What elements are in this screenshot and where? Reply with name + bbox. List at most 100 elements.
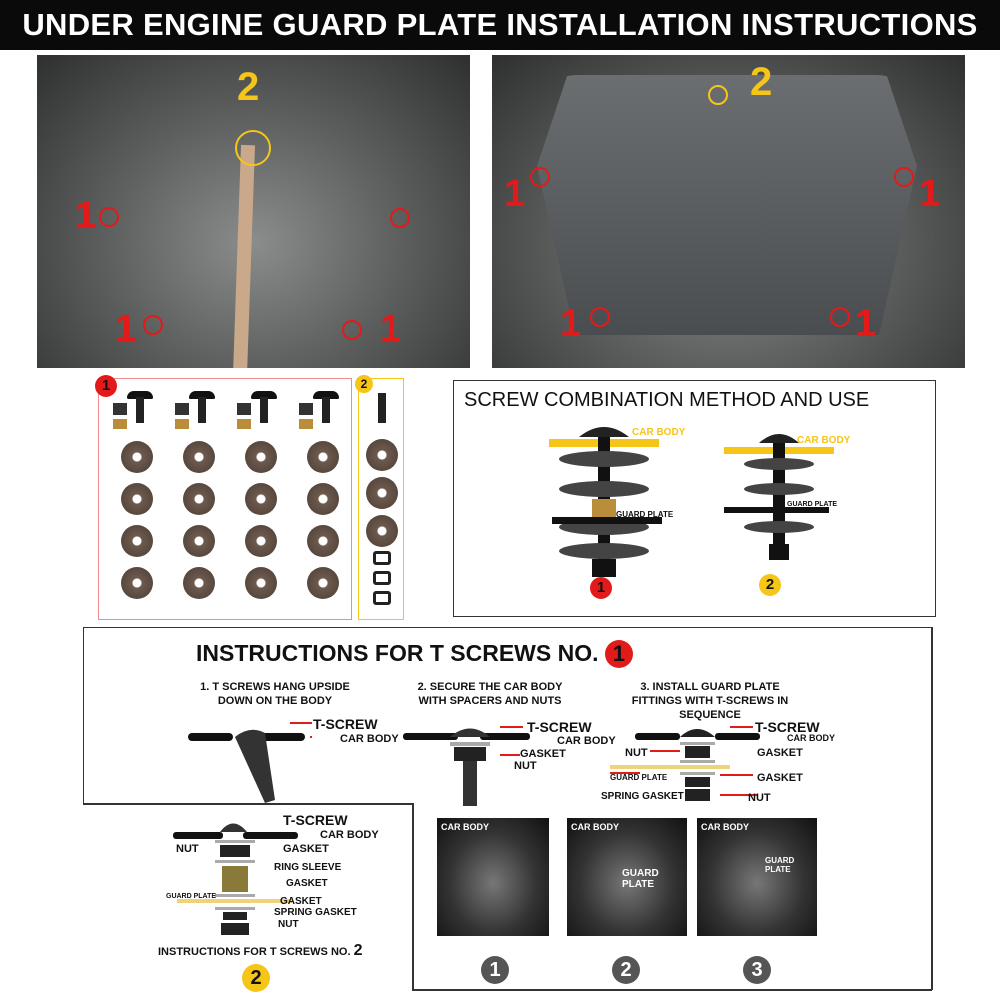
marker-circle <box>143 315 163 335</box>
washer-icon <box>245 567 277 599</box>
marker-circle <box>894 167 914 187</box>
no2-title: INSTRUCTIONS FOR T SCREWS NO. 2 <box>158 942 362 960</box>
nut-label: NUT <box>748 792 771 804</box>
spring-gasket-label: SPRING GASKET <box>601 791 684 802</box>
washer-icon <box>121 567 153 599</box>
spring-gasket-label: SPRING GASKET <box>274 907 357 918</box>
t-screw-label: T-SCREW <box>755 719 820 735</box>
guard-plate <box>537 75 917 335</box>
nut-label: NUT <box>176 843 199 855</box>
washer-icon <box>121 525 153 557</box>
nut-icon <box>237 403 251 415</box>
nut-label: NUT <box>278 919 299 930</box>
washer-icon <box>307 441 339 473</box>
nut-icon <box>373 571 391 585</box>
screw-combination-panel: SCREW COMBINATION METHOD AND USE CAR BOD… <box>453 380 936 617</box>
install-photo-3: CAR BODY GUARD PLATE <box>697 818 817 936</box>
divider <box>83 803 413 805</box>
marker-1-label: 1 <box>380 308 402 350</box>
photo-label-2: GUARD PLATE <box>765 856 795 874</box>
t-screw-icon <box>251 391 277 399</box>
marker-circle <box>830 307 850 327</box>
guard-plate-label: GUARD PLATE <box>787 501 838 508</box>
no2-badge: 2 <box>242 964 270 992</box>
washer-icon <box>366 477 398 509</box>
washer-icon <box>307 567 339 599</box>
washer-icon <box>183 441 215 473</box>
marker-1-label: 1 <box>504 173 526 215</box>
marker-circle <box>235 130 271 166</box>
t-screw-shaft <box>198 397 206 423</box>
marker-circle <box>99 207 119 227</box>
bolt-icon <box>378 393 386 423</box>
gasket-label: GASKET <box>757 772 803 784</box>
guard-plate-label: GUARD PLATE <box>616 510 674 519</box>
nut-icon <box>113 403 127 415</box>
marker-1-label: 1 <box>115 308 137 350</box>
step-1-text: 1. T SCREWS HANG UPSIDE DOWN ON THE BODY <box>200 681 350 707</box>
combo-2-badge: 2 <box>759 574 781 596</box>
t-screw-icon <box>189 391 215 399</box>
marker-1-label: 1 <box>560 303 582 345</box>
no2-title-num: 2 <box>353 942 363 959</box>
divider <box>412 989 932 991</box>
washer-icon <box>121 483 153 515</box>
kit-2-badge: 2 <box>355 375 373 393</box>
photo-label: CAR BODY <box>441 822 490 832</box>
car-body-label: CAR BODY <box>320 829 379 841</box>
title-num-badge: 1 <box>604 640 633 668</box>
marker-circle <box>530 167 550 187</box>
ring-sleeve-icon <box>299 419 313 429</box>
page-title: UNDER ENGINE GUARD PLATE INSTALLATION IN… <box>0 0 1000 50</box>
support-pole <box>232 144 256 368</box>
marker-circle <box>590 307 610 327</box>
photo-label-2: GUARD PLATE <box>622 868 659 890</box>
marker-1-label: 1 <box>75 195 97 237</box>
combo-1-badge: 1 <box>590 577 612 599</box>
t-screw-shaft <box>322 397 330 423</box>
washer-icon <box>307 483 339 515</box>
screw-no2-diagram <box>173 823 298 935</box>
marker-circle <box>390 208 410 228</box>
step-3-text: 3. INSTALL GUARD PLATE FITTINGS WITH T-S… <box>631 681 789 721</box>
car-body-label: CAR BODY <box>340 733 399 745</box>
ring-sleeve-icon <box>175 419 189 429</box>
washer-icon <box>183 483 215 515</box>
marker-1-label: 1 <box>855 303 877 345</box>
parts-kit-1: 1 <box>95 375 352 620</box>
ring-sleeve-label: RING SLEEVE <box>274 862 342 873</box>
parts-kit-2: 2 <box>355 375 404 620</box>
washer-icon <box>183 525 215 557</box>
step-diagrams <box>188 722 760 806</box>
guard-plate-label: GUARD PLATE <box>610 773 668 782</box>
underbody-photo-before: 2 1 1 1 <box>37 55 470 368</box>
washer-icon <box>245 483 277 515</box>
ring-sleeve-icon <box>237 419 251 429</box>
t-screw-shaft <box>136 397 144 423</box>
ring-sleeve-icon <box>113 419 127 429</box>
photo-label: CAR BODY <box>701 822 750 832</box>
car-body-label: CAR BODY <box>557 735 616 747</box>
photo-3-number: 3 <box>743 956 771 984</box>
no2-title-text: INSTRUCTIONS FOR T SCREWS NO. <box>158 946 351 958</box>
washer-icon <box>121 441 153 473</box>
t-screw-shaft <box>260 397 268 423</box>
marker-circle <box>342 320 362 340</box>
instructions-title: INSTRUCTIONS FOR T SCREWS NO. 1 <box>196 640 633 668</box>
washer-icon <box>245 441 277 473</box>
nut-label: NUT <box>514 760 537 772</box>
gasket-label: GASKET <box>520 748 566 760</box>
t-screw-icon <box>127 391 153 399</box>
photo-1-number: 1 <box>481 956 509 984</box>
t-screw-icon <box>313 391 339 399</box>
step-2-text: 2. SECURE THE CAR BODY WITH SPACERS AND … <box>417 681 563 707</box>
divider <box>412 803 414 990</box>
nut-icon <box>175 403 189 415</box>
nut-icon <box>299 403 313 415</box>
underbody-photo-installed: 2 1 1 1 1 <box>492 55 965 368</box>
screw-combo-diagram <box>549 427 834 577</box>
t-screw-label: T-SCREW <box>313 716 378 732</box>
install-photo-1: CAR BODY <box>437 818 549 936</box>
washer-icon <box>183 567 215 599</box>
